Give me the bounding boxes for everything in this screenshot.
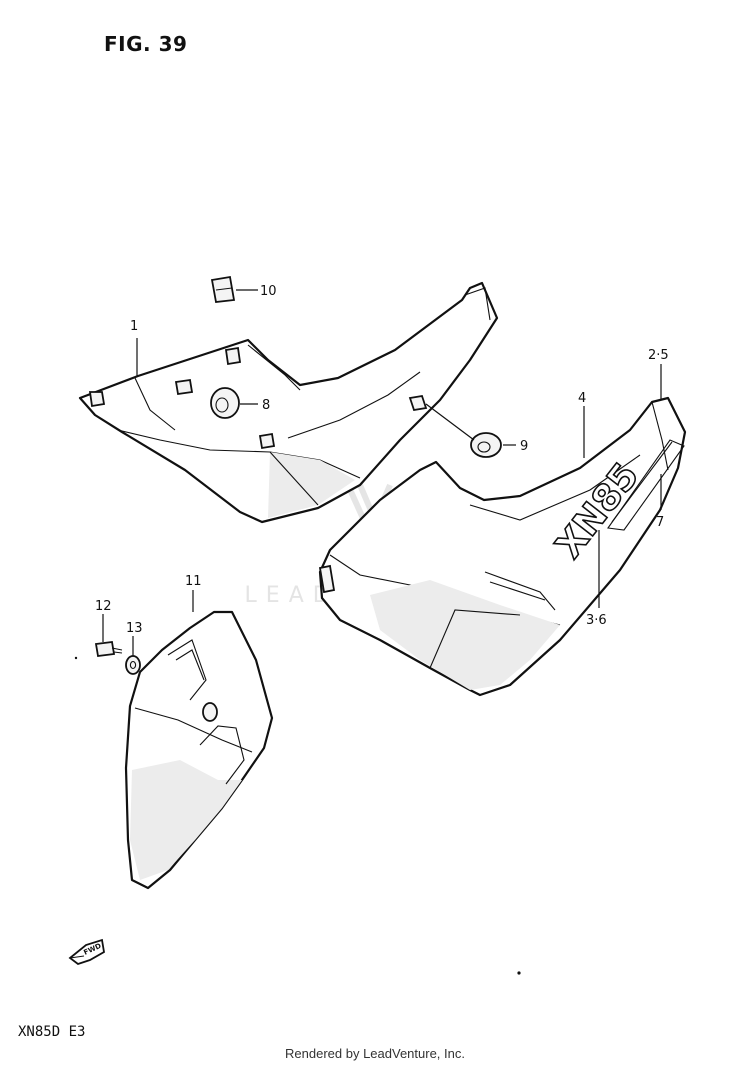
callout-9: 9 — [520, 439, 528, 454]
clip-part-10 — [210, 275, 236, 303]
render-credit: Rendered by LeadVenture, Inc. — [285, 1046, 465, 1061]
washer-part-13 — [125, 655, 141, 675]
callout-3-6: 3·6 — [586, 613, 607, 628]
decal-stripe — [607, 439, 685, 531]
lower-cover-part-11 — [124, 610, 274, 890]
fwd-arrow-icon: FWD — [68, 938, 105, 966]
grommet-part-9 — [470, 432, 502, 458]
callout-12: 12 — [95, 599, 112, 614]
stray-dot — [517, 971, 521, 975]
left-frame-cover-part-1 — [78, 281, 499, 524]
leader-lines — [102, 289, 662, 656]
callout-4: 4 — [578, 391, 586, 406]
callout-1: 1 — [130, 319, 138, 334]
callout-13: 13 — [126, 621, 143, 636]
callout-labels: 1 10 8 9 4 2·5 7 3·6 11 12 13 — [95, 284, 669, 636]
callout-8: 8 — [262, 398, 270, 413]
callout-11: 11 — [185, 574, 202, 589]
grommet-part-8 — [210, 387, 240, 419]
stray-dot — [74, 656, 78, 660]
callout-10: 10 — [260, 284, 277, 299]
bolt-part-12 — [94, 640, 123, 658]
callout-7: 7 — [656, 515, 664, 530]
callout-2-5: 2·5 — [648, 348, 669, 363]
model-code: XN85D E3 — [18, 1024, 86, 1040]
figure-title: FIG. 39 — [104, 32, 188, 56]
right-frame-cover-part-4: XN85 — [318, 396, 687, 697]
